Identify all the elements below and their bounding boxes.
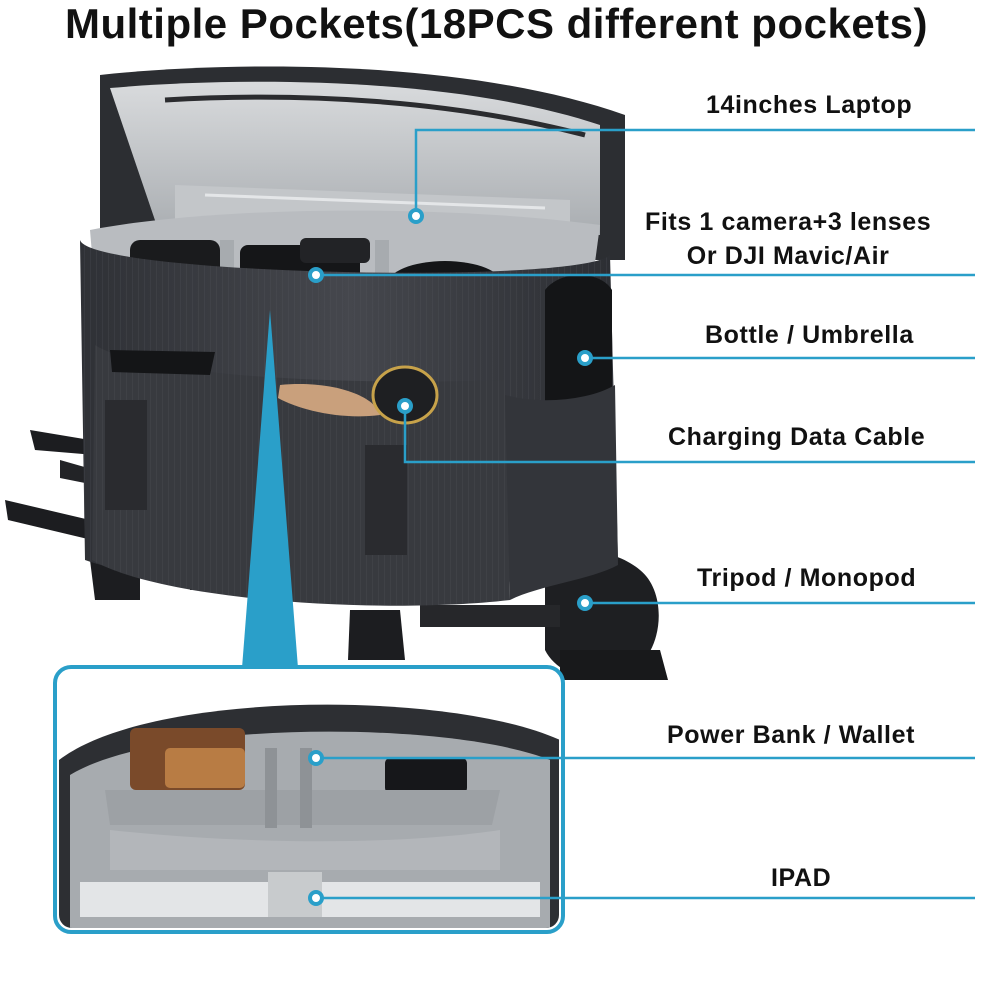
page-title: Multiple Pockets(18PCS different pockets… — [64, 0, 929, 47]
label-bottle: Bottle / Umbrella — [705, 321, 914, 349]
callout-dots — [308, 208, 593, 906]
label-tripod: Tripod / Monopod — [697, 564, 917, 592]
tripod — [5, 430, 668, 680]
label-cable: Charging Data Cable — [668, 423, 926, 451]
label-camera: Fits 1 camera+3 lenses Or DJI Mavic/Air — [645, 205, 931, 273]
callout-lines — [316, 128, 975, 900]
zoom-pointer — [242, 310, 298, 668]
label-laptop: 14inches Laptop — [706, 91, 913, 119]
label-camera-line1: Fits 1 camera+3 lenses — [645, 208, 932, 236]
label-camera-line2: Or DJI Mavic/Air — [686, 242, 890, 270]
inset-interior — [59, 704, 559, 928]
label-powerbank: Power Bank / Wallet — [667, 721, 916, 749]
bag — [80, 66, 625, 606]
label-ipad: IPAD — [771, 864, 832, 892]
